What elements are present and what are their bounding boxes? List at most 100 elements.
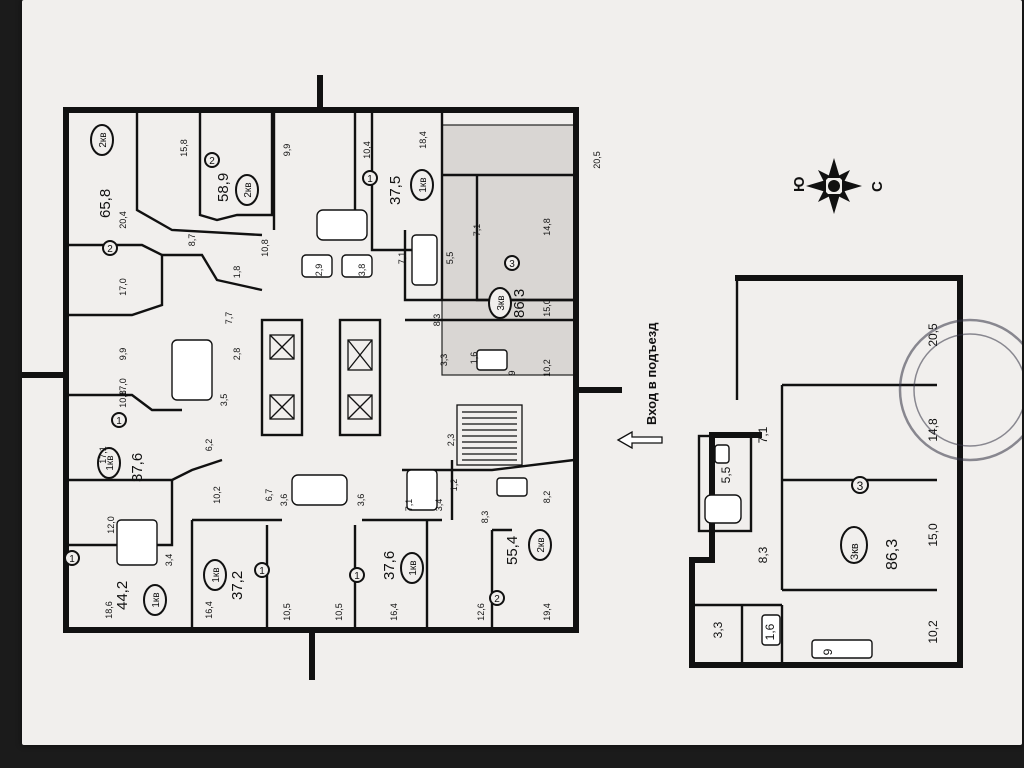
- kv-label: кв: [211, 567, 222, 577]
- apt-type-a8: 1: [408, 570, 419, 576]
- room-area: 2,9: [314, 264, 324, 277]
- svg-text:1кв: 1кв: [418, 177, 429, 192]
- room-area: 5,5: [445, 252, 455, 265]
- room-area: 1,8: [232, 266, 242, 279]
- entrance-marker: Вход в подъезд: [616, 322, 663, 450]
- room-area: 17,1: [98, 446, 108, 464]
- apt-area-a4: 86,3: [511, 289, 528, 318]
- room-area: 8,2: [542, 491, 552, 504]
- zoom-apt-num: 3: [857, 479, 864, 493]
- apt-area-a7: 37,2: [229, 571, 246, 600]
- hatched-apartment-area: [441, 124, 575, 376]
- elevator-shafts: [260, 318, 382, 437]
- room-area: 7,7: [224, 312, 234, 325]
- compass-north: С: [869, 181, 886, 192]
- apt-type-a4: 3: [496, 305, 507, 311]
- apt-type-a2: 2: [243, 192, 254, 198]
- apt-type-a5: 1: [105, 465, 116, 471]
- svg-text:1кв: 1кв: [408, 560, 419, 575]
- floor-plan-diagram: 2 2 1 3 1 1 1 1 2 2кв 65,8 2кв 58,9 1кв …: [22, 75, 1022, 680]
- room-area: 10,5: [282, 603, 292, 621]
- kv-label: кв: [418, 177, 429, 187]
- room-area: 3,5: [219, 394, 229, 407]
- apt-area-a6: 44,2: [114, 581, 131, 610]
- room-area: 12,6: [476, 603, 486, 621]
- room-area: 8,3: [432, 314, 442, 327]
- room-area: 10,2: [212, 486, 222, 504]
- room-area: 16,4: [389, 603, 399, 621]
- official-stamp: [898, 318, 1022, 462]
- kv-label: кв: [496, 295, 507, 305]
- apt-num-a5: 1: [116, 416, 122, 427]
- room-area: 12,0: [106, 516, 116, 534]
- apt-area-a1: 65,8: [97, 189, 114, 218]
- room-area: 3,8: [357, 264, 367, 277]
- room-area: 6,2: [204, 439, 214, 452]
- apt-area-a3: 37,5: [387, 176, 404, 205]
- kv-label: кв: [849, 543, 861, 554]
- room-area: 14,8: [542, 218, 552, 236]
- apt-num-a1: 2: [107, 244, 113, 255]
- room-area: 7,1: [404, 499, 414, 512]
- kv-label: кв: [105, 455, 116, 465]
- room-area: 6,7: [264, 489, 274, 502]
- room-area: 15,8: [179, 139, 189, 157]
- room-area: 3,3: [439, 354, 449, 367]
- svg-text:3кв: 3кв: [496, 295, 507, 310]
- zoom-room-area: 8,3: [756, 546, 770, 563]
- staircase: [456, 404, 523, 466]
- room-area: 3,6: [279, 494, 289, 507]
- zoom-room-area: 5,5: [719, 466, 733, 483]
- room-area: 7,1: [397, 252, 407, 265]
- room-area: 10,2: [542, 359, 552, 377]
- kv-label: кв: [98, 132, 109, 142]
- kv-label: кв: [243, 182, 254, 192]
- apt-num-a7: 1: [259, 566, 265, 577]
- apt-area-a8: 37,6: [381, 551, 398, 580]
- room-area: 2,8: [232, 348, 242, 361]
- room-area: 1,6: [469, 352, 479, 365]
- apt-type-a9: 2: [536, 547, 547, 553]
- room-area: 18,4: [418, 131, 428, 149]
- apartment-circles: 2 2 1 3 1 1 1 1 2: [64, 152, 520, 606]
- kv-label: кв: [408, 560, 419, 570]
- svg-text:2кв: 2кв: [98, 132, 109, 147]
- zoom-room-area: 9: [821, 648, 835, 655]
- room-area: 16,4: [204, 601, 214, 619]
- apt-type-a6: 1: [151, 602, 162, 608]
- compass-rose-icon: [806, 158, 862, 214]
- zoom-room-area: 1,6: [763, 623, 777, 640]
- svg-text:1кв: 1кв: [105, 455, 116, 470]
- room-area: 9,9: [118, 348, 128, 361]
- svg-text:2кв: 2кв: [536, 537, 547, 552]
- svg-text:2кв: 2кв: [243, 182, 254, 197]
- zoom-room-area: 14,8: [926, 418, 940, 442]
- bathroom-fixtures: [116, 209, 528, 566]
- apt-num-a8: 1: [354, 571, 360, 582]
- room-area: 17,0: [118, 378, 128, 396]
- kv-label: кв: [536, 537, 547, 547]
- room-area: 20,4: [118, 211, 128, 229]
- compass-south: Ю: [791, 177, 808, 192]
- apt-area-a9: 55,4: [504, 536, 521, 565]
- apt-type-a1: 2: [98, 142, 109, 148]
- room-area: 10,4: [362, 141, 372, 159]
- apt-type-a7: 1: [211, 577, 222, 583]
- partitions: [66, 110, 575, 628]
- floor-plan-sheet: 2 2 1 3 1 1 1 1 2 2кв 65,8 2кв 58,9 1кв …: [22, 0, 1022, 745]
- room-area: 1,2: [449, 479, 459, 492]
- room-area: 7,1: [472, 224, 482, 237]
- room-area: 15,0: [542, 299, 552, 317]
- room-area: 2,3: [446, 434, 456, 447]
- room-area: 20,5: [592, 151, 602, 169]
- svg-text:1кв: 1кв: [151, 592, 162, 607]
- room-area: 3,4: [434, 499, 444, 512]
- zoom-room-area: 10,2: [926, 620, 940, 644]
- zoom-room-area: 3,3: [711, 621, 725, 638]
- room-area: 10,8: [260, 239, 270, 257]
- room-area: 10,5: [334, 603, 344, 621]
- room-area: 8,3: [480, 511, 490, 524]
- apt-num-a3: 1: [367, 174, 373, 185]
- room-area: 17,0: [118, 278, 128, 296]
